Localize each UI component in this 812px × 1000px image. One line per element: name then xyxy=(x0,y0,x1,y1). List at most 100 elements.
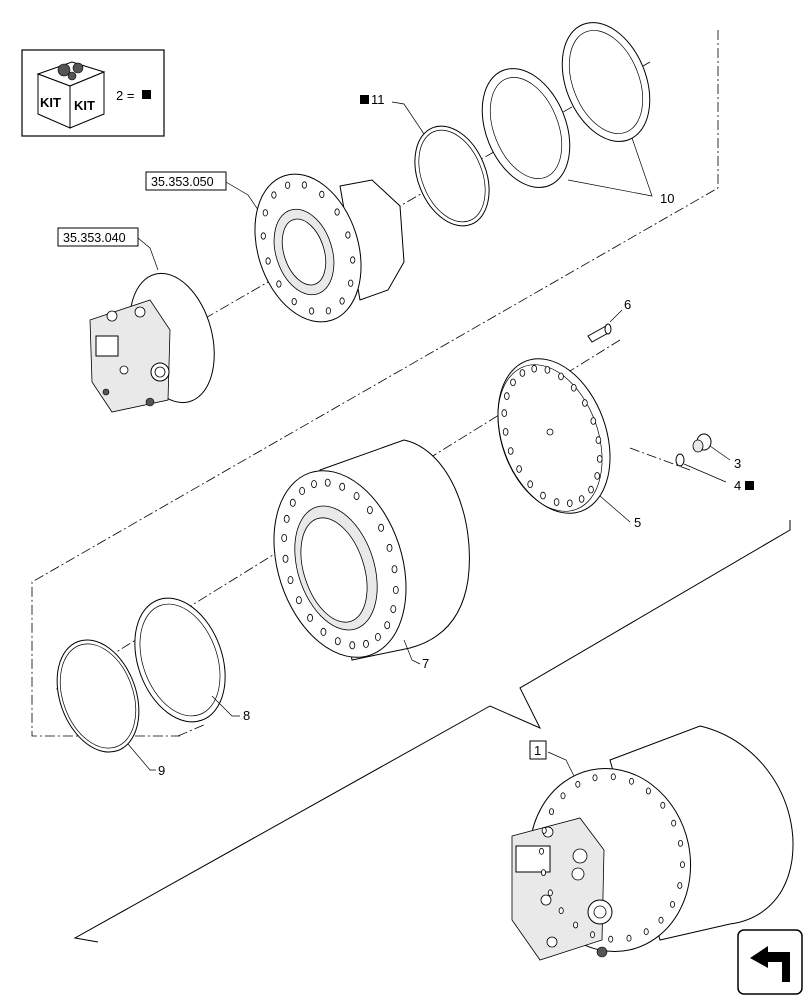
bolt-hole xyxy=(308,307,315,315)
reference-box-35-353-050[interactable]: 35.353.050 xyxy=(145,171,266,221)
bolt-hole xyxy=(334,208,340,216)
cover-bolt-holes xyxy=(501,364,603,508)
bolt-hole xyxy=(645,787,651,795)
bolt-hole xyxy=(527,480,533,489)
callout-8: 8 xyxy=(243,708,250,723)
bolt-hole xyxy=(558,372,564,381)
bolt-hole xyxy=(566,499,573,508)
bolt-hole xyxy=(384,621,391,630)
bolt-hole xyxy=(502,428,509,436)
kit-label-right: KIT xyxy=(74,98,95,113)
bolt-hole xyxy=(507,447,514,455)
bolt-hole xyxy=(590,931,596,939)
bolt-hole xyxy=(553,498,560,506)
bolt-hole xyxy=(544,366,551,374)
bolt-hole xyxy=(363,639,369,648)
bolt-hole xyxy=(320,627,327,636)
hub-assembly xyxy=(254,173,405,323)
bolt-hole xyxy=(276,280,282,288)
bolt-hole xyxy=(334,637,341,646)
bolt-hole xyxy=(271,191,277,199)
callout-10: 10 xyxy=(660,191,674,206)
bolt-hole xyxy=(324,478,331,487)
bolt-hole xyxy=(501,409,508,417)
bolt-hole xyxy=(284,181,291,189)
callout-9: 9 xyxy=(158,763,165,778)
kit-marker-square xyxy=(142,90,151,99)
part-5-cover xyxy=(497,358,631,523)
bolt-hole xyxy=(560,792,566,800)
bolt-hole xyxy=(339,297,345,305)
drive-bolt-holes xyxy=(539,773,686,943)
bolt-hole xyxy=(578,495,585,503)
bolt-hole xyxy=(678,840,684,847)
bolt-hole xyxy=(608,935,614,943)
kit-box-icon: KIT KIT xyxy=(36,61,106,129)
callout-3: 3 xyxy=(734,456,741,471)
bolt-hole xyxy=(319,190,325,198)
bolt-hole xyxy=(265,257,271,265)
bolt-hole xyxy=(594,472,600,480)
bolt-hole xyxy=(658,916,664,924)
reference-box-35-353-040[interactable]: 35.353.040 xyxy=(57,227,159,271)
bolt-hole xyxy=(374,633,381,642)
motor-assembly-small xyxy=(89,272,215,413)
bolt-hole xyxy=(392,586,399,595)
bolt-hole xyxy=(283,514,290,523)
callout-1: 1 xyxy=(534,743,541,758)
bolt-hole xyxy=(595,436,602,444)
bolt-hole xyxy=(503,392,510,400)
bolt-hole xyxy=(281,534,288,543)
bolt-hole xyxy=(660,801,666,809)
bolt-hole xyxy=(590,417,597,425)
bolt-hole xyxy=(260,232,266,240)
hub-bolt-holes xyxy=(260,181,356,315)
bolt-hole xyxy=(287,576,294,585)
bolt-hole xyxy=(386,543,393,552)
kit-label-left: KIT xyxy=(40,95,61,110)
bolt-hole xyxy=(582,399,588,407)
bolt-hole xyxy=(541,869,547,876)
bolt-hole xyxy=(549,808,555,815)
bolt-hole xyxy=(282,554,289,563)
reference-label: 35.353.050 xyxy=(151,175,214,189)
bolt-hole xyxy=(547,889,553,897)
back-arrow-icon[interactable] xyxy=(737,929,803,995)
bolt-hole xyxy=(588,485,594,494)
part-11-o-ring xyxy=(391,101,490,227)
callout-4: 4 xyxy=(734,478,741,493)
bolt-hole xyxy=(345,231,351,239)
bolt-hole xyxy=(671,819,677,827)
part-10-bearing-rings xyxy=(481,22,653,197)
reference-label: 35.353.040 xyxy=(63,231,126,245)
part-4-seal xyxy=(675,453,727,483)
part-6-bolt xyxy=(587,309,623,343)
bolt-hole xyxy=(391,565,398,574)
callout-4-kit-marker xyxy=(745,481,754,490)
bolt-hole xyxy=(339,482,346,491)
bolt-hole xyxy=(262,209,268,217)
bolt-hole xyxy=(366,506,373,515)
bolt-hole xyxy=(516,465,522,473)
bolt-hole xyxy=(539,847,545,855)
callout-1-box xyxy=(529,740,547,760)
bolt-hole xyxy=(301,181,307,189)
bolt-hole xyxy=(325,307,331,315)
bolt-hole xyxy=(677,882,683,889)
bolt-hole xyxy=(348,279,354,287)
bolt-hole xyxy=(540,491,546,500)
bolt-hole xyxy=(289,498,296,507)
bolt-hole xyxy=(558,907,564,915)
bolt-hole xyxy=(299,486,306,495)
part-3-plug xyxy=(692,433,731,461)
bolt-hole xyxy=(610,773,616,781)
bolt-hole xyxy=(573,921,579,929)
bolt-hole xyxy=(349,641,356,650)
part-8-retaining-ring xyxy=(134,597,240,723)
bolt-hole xyxy=(519,369,526,377)
bolt-hole xyxy=(510,378,516,387)
bolt-hole xyxy=(311,480,317,489)
kit-legend-text: 2 = xyxy=(116,88,134,103)
callouts: 10 11 6 3 4 5 7 8 9 1 xyxy=(158,92,754,778)
